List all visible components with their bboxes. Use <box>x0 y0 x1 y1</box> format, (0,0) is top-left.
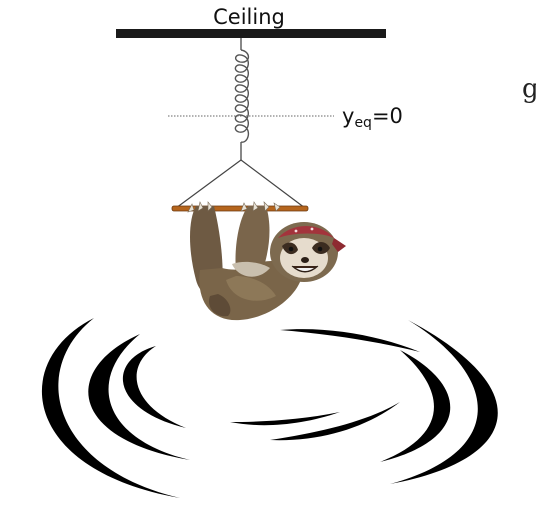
eq-subscript: eq <box>354 115 372 131</box>
ripple-arc-middle <box>380 350 451 462</box>
sloth-illustration <box>187 201 346 321</box>
ceiling-label: Ceiling <box>213 5 285 29</box>
ripple-arc-middle <box>280 329 420 352</box>
ripple-arc-inner <box>230 412 340 426</box>
eq-symbol: y <box>342 104 355 128</box>
trapeze-ropes <box>175 159 306 209</box>
ripple-arc-outer <box>41 318 180 498</box>
ceiling-bar <box>116 29 386 38</box>
ripple-arc-outer <box>390 320 498 484</box>
ripple-arc-inner <box>270 402 400 441</box>
spring <box>234 38 250 160</box>
cropped-text-fragment: g <box>522 74 536 104</box>
ripple-arcs <box>41 318 498 498</box>
ripple-arc-inner <box>122 346 186 428</box>
ripple-arc-middle <box>88 334 190 460</box>
equilibrium-label: yeq=0 <box>342 104 403 131</box>
eq-value: =0 <box>371 104 403 128</box>
